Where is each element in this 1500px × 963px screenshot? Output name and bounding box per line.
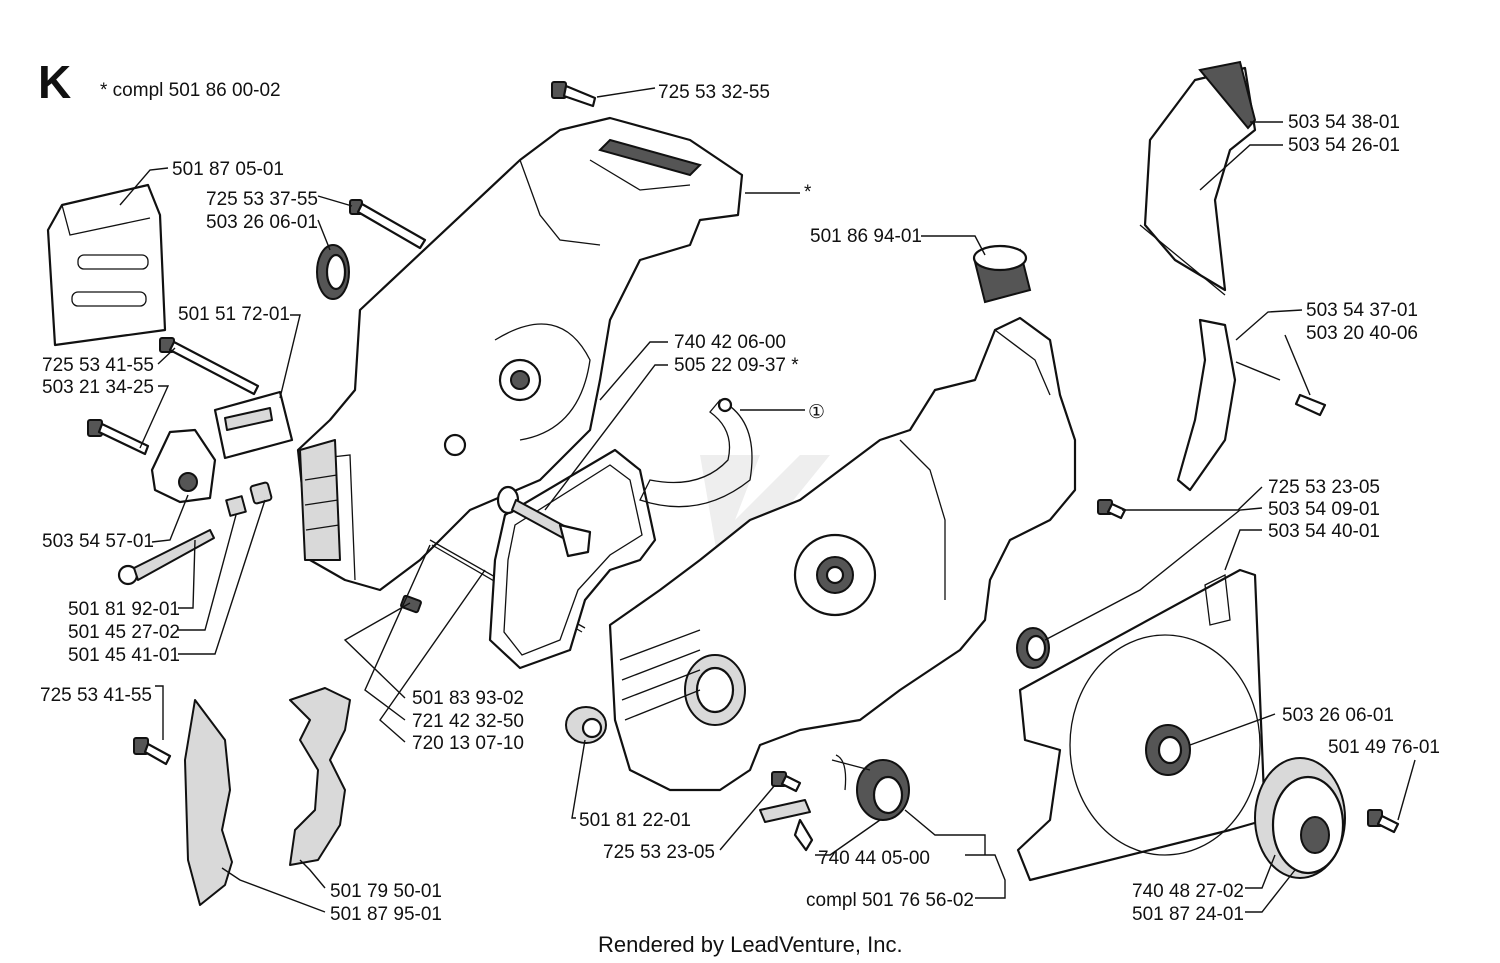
label-503-20-40-06: 503 20 40-06	[1306, 323, 1418, 344]
label-505-22-09-37: 505 22 09-37 *	[674, 355, 799, 376]
screw-lower-left	[133, 737, 172, 766]
label-740-42-06-00: 740 42 06-00	[674, 332, 786, 353]
label-503-54-38-01: 503 54 38-01	[1288, 112, 1400, 133]
bar-bolt	[159, 337, 260, 396]
curved-shield	[1176, 318, 1237, 492]
chain-tensioner	[150, 428, 217, 504]
screw-pulley	[1367, 809, 1400, 834]
bolt-center	[496, 485, 592, 558]
label-501-81-92-01: 501 81 92-01	[68, 599, 180, 620]
bushing	[1016, 627, 1050, 669]
starter-pulley	[1254, 757, 1346, 879]
label-501-87-95-01: 501 87 95-01	[330, 904, 442, 925]
spike-bumper	[184, 699, 233, 906]
label-501-49-76-01: 501 49 76-01	[1328, 737, 1440, 758]
label-503-26-06-01-right: 503 26 06-01	[1282, 705, 1394, 726]
bar-plate	[213, 390, 294, 460]
long-screw	[349, 199, 427, 250]
crankcase-left	[296, 116, 744, 592]
label-503-54-09-01: 503 54 09-01	[1268, 499, 1380, 520]
compl-note: * compl 501 86 00-02	[100, 80, 281, 101]
label-503-54-40-01: 503 54 40-01	[1268, 521, 1380, 542]
label-501-45-27-02: 501 45 27-02	[68, 622, 180, 643]
label-725-53-37-55: 725 53 37-55	[206, 189, 318, 210]
label-501-83-93-02: 501 83 93-02	[412, 688, 524, 709]
label-star-top: *	[804, 182, 812, 203]
label-725-53-23-05-bottom: 725 53 23-05	[603, 842, 715, 863]
label-725-53-41-55-top: 725 53 41-55	[42, 355, 154, 376]
label-725-53-41-55-bottom: 725 53 41-55	[40, 685, 152, 706]
label-503-26-06-01-top: 503 26 06-01	[206, 212, 318, 233]
label-721-42-32-50: 721 42 32-50	[412, 711, 524, 732]
label-compl-501-76-56-02: compl 501 76 56-02	[806, 890, 974, 911]
label-725-53-23-05-right: 725 53 23-05	[1268, 477, 1380, 498]
chain-guard-plate	[46, 183, 167, 347]
screw-top	[551, 81, 597, 108]
footer-credit: Rendered by LeadVenture, Inc.	[598, 932, 903, 957]
section-letter: K	[38, 56, 71, 108]
spike-bracket	[289, 687, 351, 866]
seal-ring-mid	[639, 397, 753, 508]
starter-cover	[1016, 568, 1267, 882]
label-501-87-05-01: 501 87 05-01	[172, 159, 284, 180]
label-501-45-41-01: 501 45 41-01	[68, 645, 180, 666]
label-501-87-24-01: 501 87 24-01	[1132, 904, 1244, 925]
label-501-86-94-01: 501 86 94-01	[810, 226, 922, 247]
seal-ring-left	[316, 244, 350, 300]
oil-pump	[759, 754, 910, 852]
label-740-44-05-00: 740 44 05-00	[818, 848, 930, 869]
nut-square	[225, 495, 247, 517]
air-duct	[1139, 60, 1257, 296]
callout-marker: ①	[808, 402, 825, 423]
label-503-21-34-25: 503 21 34-25	[42, 377, 154, 398]
screw-bottom	[771, 771, 802, 793]
label-503-54-57-01: 503 54 57-01	[42, 531, 154, 552]
label-720-13-07-10: 720 13 07-10	[412, 733, 524, 754]
label-740-48-27-02: 740 48 27-02	[1132, 881, 1244, 902]
intake-fitting	[565, 706, 607, 744]
crankcase-right	[608, 316, 1077, 792]
label-503-54-37-01: 503 54 37-01	[1306, 300, 1418, 321]
label-501-51-72-01: 501 51 72-01	[178, 304, 290, 325]
tensioner-screw	[87, 419, 150, 456]
screw-shield	[1294, 393, 1327, 417]
oil-cap	[972, 244, 1032, 304]
screw-right	[1097, 499, 1127, 520]
label-503-54-26-01: 503 54 26-01	[1288, 135, 1400, 156]
leader-lines	[119, 87, 1416, 913]
label-725-53-32-55: 725 53 32-55	[658, 82, 770, 103]
label-501-79-50-01: 501 79 50-01	[330, 881, 442, 902]
crankcase-gasket	[488, 448, 657, 670]
adjusting-screw	[117, 529, 215, 586]
label-501-81-22-01: 501 81 22-01	[579, 810, 691, 831]
nut-hex	[249, 481, 273, 505]
